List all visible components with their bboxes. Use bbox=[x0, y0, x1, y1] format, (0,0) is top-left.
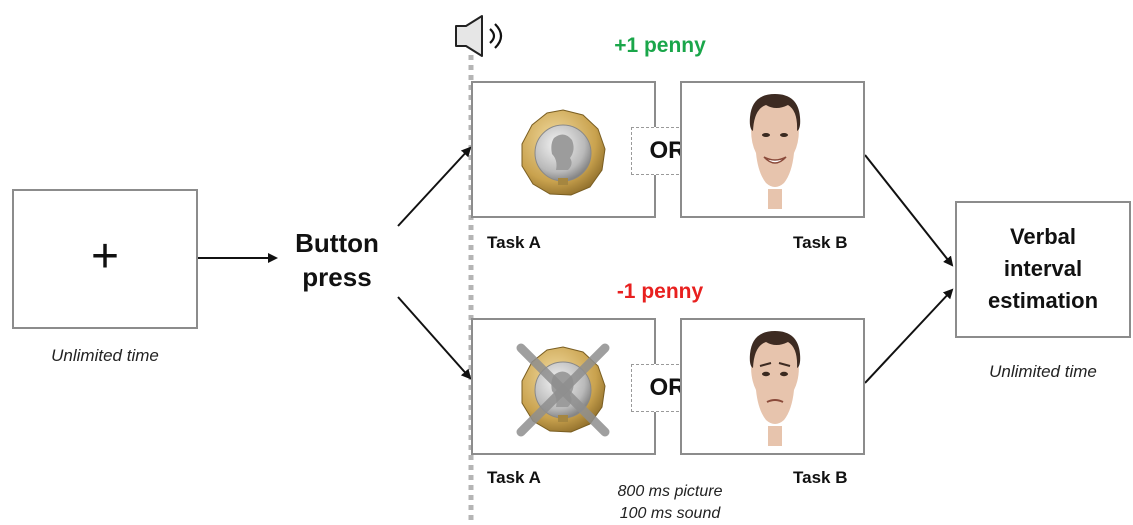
cross-out-icon bbox=[516, 343, 610, 437]
sad-face-image bbox=[749, 331, 801, 446]
coin-icon bbox=[521, 109, 606, 196]
estimation-caption: Unlimited time bbox=[989, 362, 1097, 381]
estimation-line1: Verbal bbox=[1009, 224, 1077, 249]
arrow-press-to-reward bbox=[397, 146, 472, 227]
estimation-line3: estimation bbox=[987, 288, 1099, 313]
reward-task-b-label: Task B bbox=[793, 233, 848, 252]
timing-note: 800 ms picture 100 ms sound bbox=[585, 481, 755, 525]
button-press-label: Button press bbox=[272, 226, 402, 294]
estimation-line2: interval bbox=[1003, 256, 1083, 281]
arrow-reward-to-estimation bbox=[864, 154, 954, 267]
loss-task-a-label: Task A bbox=[487, 468, 541, 487]
speaker-icon bbox=[455, 15, 503, 57]
fixation-cross: + bbox=[90, 230, 120, 283]
timing-line1: 800 ms picture bbox=[617, 483, 723, 500]
fixation-caption: Unlimited time bbox=[51, 346, 159, 365]
reward-task-b-box bbox=[680, 81, 865, 218]
arrow-press-to-loss bbox=[397, 296, 472, 380]
reward-task-a-box bbox=[471, 81, 656, 218]
reward-task-a-label: Task A bbox=[487, 233, 541, 252]
estimation-box: Verbal interval estimation bbox=[955, 201, 1131, 338]
timing-line2: 100 ms sound bbox=[619, 505, 721, 522]
reward-label: +1 penny bbox=[614, 34, 706, 57]
button-press-line1: Button bbox=[295, 228, 379, 258]
happy-face-image bbox=[749, 94, 801, 209]
estimation-text: Verbal interval estimation bbox=[957, 221, 1129, 317]
loss-task-b-box bbox=[680, 318, 865, 455]
loss-label: -1 penny bbox=[616, 280, 704, 303]
button-press-line2: press bbox=[302, 262, 372, 292]
fixation-box: + bbox=[12, 189, 198, 329]
arrow-loss-to-estimation bbox=[864, 288, 954, 384]
loss-task-b-label: Task B bbox=[793, 468, 848, 487]
loss-task-a-box bbox=[471, 318, 656, 455]
